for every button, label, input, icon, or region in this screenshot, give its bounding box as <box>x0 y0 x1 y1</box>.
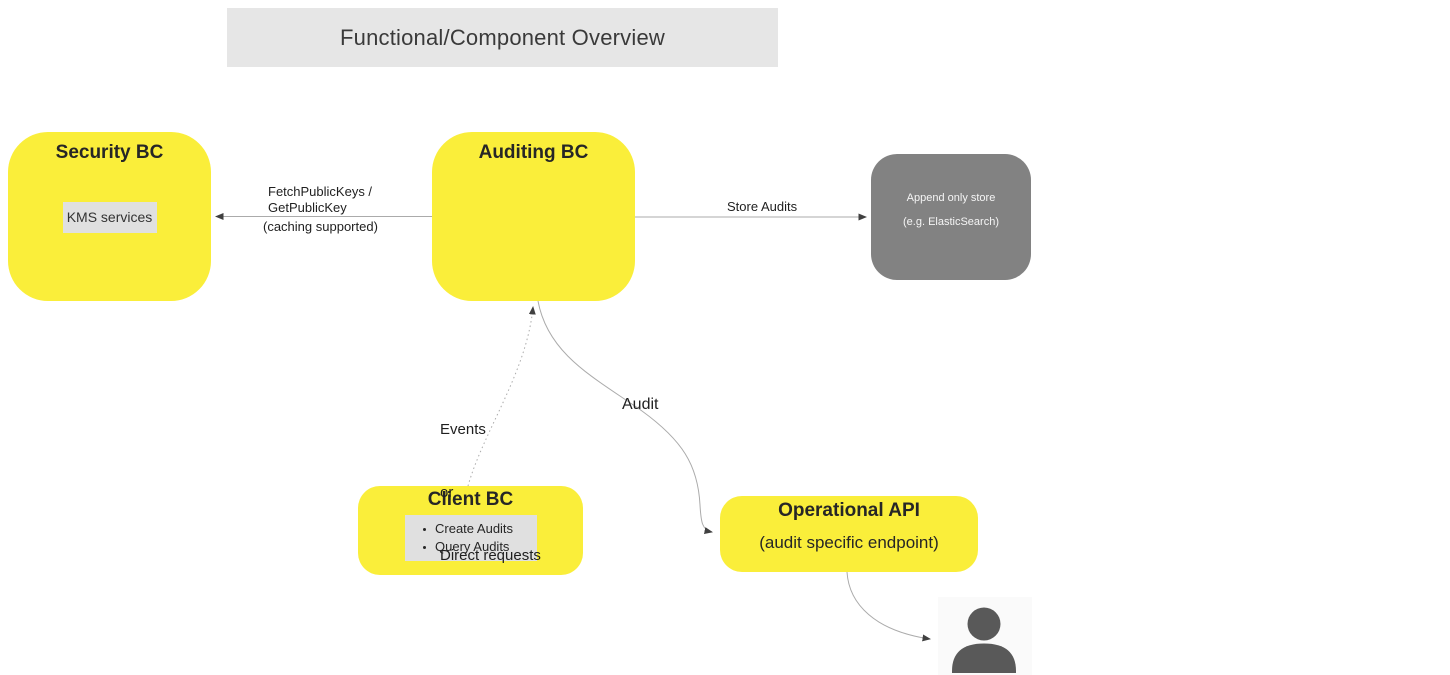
edge-client-to-auditing <box>467 306 536 487</box>
events-line: Events <box>440 421 486 438</box>
client-bc-capabilities: Create Audits Query Audits <box>405 515 537 561</box>
operational-api-title: Operational API <box>778 500 920 521</box>
node-security-bc: Security BC KMS services <box>8 132 211 301</box>
edge-label-get-public-key: GetPublicKey <box>268 200 347 215</box>
user-node <box>938 597 1032 675</box>
client-bc-title: Client BC <box>427 489 514 510</box>
security-bc-title: Security BC <box>55 142 164 163</box>
edge-audit <box>537 300 713 534</box>
list-item: Query Audits <box>423 538 537 556</box>
kms-services-label: KMS services <box>62 202 157 233</box>
node-auditing-bc: Auditing BC <box>432 132 635 301</box>
or-line: or <box>440 484 454 501</box>
edge-label-events-or-direct-requests: Events or Direct requests <box>440 377 541 608</box>
append-store-line1: Append only store <box>906 192 996 204</box>
list-item-label: Create Audits <box>435 521 514 536</box>
list-item-label: Query Audits <box>435 539 510 554</box>
node-client-bc: Client BC Create Audits Query Audits <box>358 486 583 575</box>
edge-label-caching-supported: (caching supported) <box>263 219 378 234</box>
edge-label-audit: Audit <box>622 396 659 413</box>
edge-label-store-audits: Store Audits <box>727 199 798 214</box>
edge-api-to-user <box>846 571 931 642</box>
direct-requests-line: Direct requests <box>440 547 541 564</box>
edge-label-fetch-public-keys: FetchPublicKeys / <box>268 184 373 199</box>
bullet-icon <box>423 527 426 531</box>
person-icon <box>952 607 1016 673</box>
operational-api-subtitle: (audit specific endpoint) <box>759 533 939 552</box>
list-item: Create Audits <box>423 520 537 538</box>
node-operational-api: Operational API (audit specific endpoint… <box>720 496 978 572</box>
append-store-line2: (e.g. ElasticSearch) <box>903 216 999 228</box>
page-title: Functional/Component Overview <box>227 8 778 67</box>
bullet-icon <box>423 545 426 549</box>
auditing-bc-title: Auditing BC <box>478 142 589 163</box>
node-append-only-store: Append only store (e.g. ElasticSearch) <box>871 154 1031 280</box>
